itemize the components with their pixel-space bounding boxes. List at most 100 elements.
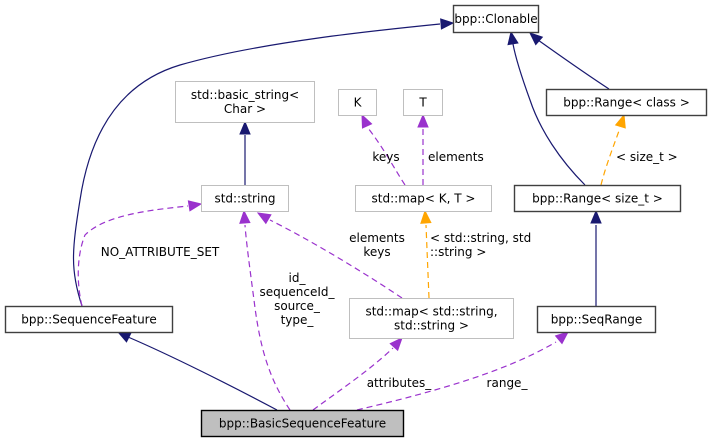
edge-label: keys: [372, 150, 399, 164]
node-label-line: std::basic_string<: [191, 88, 299, 102]
template-edge-line: [425, 224, 430, 299]
node-label: bpp::Range< size_t >: [532, 192, 663, 206]
edge-label: < std::string, std::string >: [430, 231, 531, 259]
edge-basic-sequence-feature-to-map-string-string: attributes_: [312, 337, 433, 411]
node-t: T: [403, 89, 443, 116]
node-box: [4, 305, 174, 334]
node-box: [349, 298, 514, 339]
edge-basic-sequence-feature-to-sequence-feature: [116, 331, 278, 411]
usage-edge-line: [367, 127, 406, 186]
node-box: [403, 89, 443, 116]
edge-basic-sequence-feature-to-seq-range: range_: [356, 331, 569, 411]
edge-label-line: source_: [274, 299, 321, 313]
template-edge-line: [600, 127, 621, 186]
node-label-line: bpp::Range< size_t >: [532, 192, 663, 206]
node-label: bpp::SequenceFeature: [21, 313, 156, 327]
node-range-class[interactable]: bpp::Range< class >: [545, 88, 708, 117]
edge-label-line: type_: [281, 313, 315, 327]
node-range-size-t[interactable]: bpp::Range< size_t >: [513, 184, 682, 213]
node-box: [536, 305, 657, 334]
node-label: std::string: [214, 192, 275, 206]
usage-arrowhead: [187, 200, 203, 212]
inheritance-arrowhead: [440, 18, 455, 30]
edge-sequence-feature-to-string: NO_ATTRIBUTE_SET: [77, 200, 220, 307]
node-string: std::string: [201, 185, 289, 212]
node-basic-sequence-feature: bpp::BasicSequenceFeature: [200, 409, 405, 438]
node-label: std::map< std::string,std::string >: [365, 305, 497, 333]
inheritance-edge-line: [537, 39, 610, 90]
edge-label: attributes_: [367, 376, 433, 390]
edge-label-line: attributes_: [367, 376, 433, 390]
inheritance-edge-line: [72, 23, 441, 307]
node-label-line: K: [354, 96, 363, 110]
edge-label: id_sequenceId_source_type_: [260, 271, 336, 327]
inheritance-arrowhead: [239, 120, 251, 135]
node-clonable[interactable]: bpp::Clonable: [452, 4, 540, 34]
inheritance-arrowhead: [507, 30, 519, 46]
node-label-line: bpp::SequenceFeature: [21, 313, 156, 327]
usage-arrowhead: [239, 209, 251, 224]
node-label-line: bpp::SeqRange: [551, 313, 643, 327]
edge-label-line: < std::string, std: [430, 231, 531, 245]
node-box: [513, 184, 682, 213]
usage-edge-line: [356, 341, 557, 411]
node-label: std::basic_string<Char >: [191, 88, 299, 116]
node-label: bpp::BasicSequenceFeature: [219, 417, 386, 431]
node-box: [338, 89, 377, 116]
usage-edge-line: [244, 224, 291, 411]
usage-arrowhead: [361, 113, 373, 129]
template-arrowhead: [614, 113, 626, 129]
edge-label-line: ::string >: [430, 245, 486, 259]
usage-arrowhead: [389, 337, 403, 352]
edge-string-to-basic-string: [239, 120, 251, 185]
edge-label: < size_t >: [616, 150, 678, 164]
node-label-line: T: [418, 96, 427, 110]
node-label-line: std::map< std::string,: [365, 305, 497, 319]
edge-label-line: elements: [428, 150, 484, 164]
inheritance-edge-line: [512, 43, 586, 186]
edge-label-line: id_: [289, 271, 307, 285]
inheritance-arrowhead: [529, 32, 544, 46]
edges-layer: keys elements < size_t > NO_ATTRIBUTE_SET el…: [72, 18, 678, 411]
edge-label: NO_ATTRIBUTE_SET: [101, 245, 220, 259]
node-box: [452, 4, 540, 34]
usage-edge-line: [312, 347, 394, 411]
edge-range-class-to-clonable: [529, 32, 610, 90]
node-map-kt: std::map< K, T >: [355, 185, 492, 212]
edge-range-size-t-to-clonable: [507, 30, 586, 186]
edge-label-line: elements: [349, 231, 405, 245]
node-label-line: bpp::BasicSequenceFeature: [219, 417, 386, 431]
inheritance-edge-line: [127, 336, 278, 411]
node-label-line: std::string: [214, 192, 275, 206]
usage-arrowhead: [256, 212, 272, 225]
inheritance-arrowhead: [116, 331, 132, 343]
node-seq-range[interactable]: bpp::SeqRange: [536, 305, 657, 334]
node-box: [200, 409, 405, 438]
node-map-string-string: std::map< std::string,std::string >: [349, 298, 514, 339]
edge-label-line: range_: [487, 376, 529, 390]
node-label: bpp::SeqRange: [551, 313, 643, 327]
node-label-line: bpp::Clonable: [454, 12, 537, 26]
usage-edge-line: [77, 205, 189, 307]
node-basic-string: std::basic_string<Char >: [175, 81, 315, 123]
node-sequence-feature[interactable]: bpp::SequenceFeature: [4, 305, 174, 334]
node-label: bpp::Range< class >: [563, 96, 690, 110]
edge-label-line: sequenceId_: [260, 285, 336, 299]
node-label: bpp::Clonable: [454, 12, 537, 26]
node-box: [355, 185, 492, 212]
node-label-line: Char >: [224, 102, 266, 116]
usage-arrowhead: [417, 113, 429, 128]
node-label-line: std::string >: [394, 319, 469, 333]
edge-map-kt-to-k: keys: [361, 113, 406, 186]
node-box: [175, 81, 315, 123]
node-box: [201, 185, 289, 212]
edge-map-string-string-to-map-kt: < std::string, std::string >: [420, 209, 531, 299]
node-box: [545, 88, 708, 117]
node-label-line: std::map< K, T >: [372, 192, 476, 206]
inheritance-arrowhead: [590, 209, 602, 224]
edge-label-line: keys: [372, 150, 399, 164]
edge-label-line: NO_ATTRIBUTE_SET: [101, 245, 220, 259]
